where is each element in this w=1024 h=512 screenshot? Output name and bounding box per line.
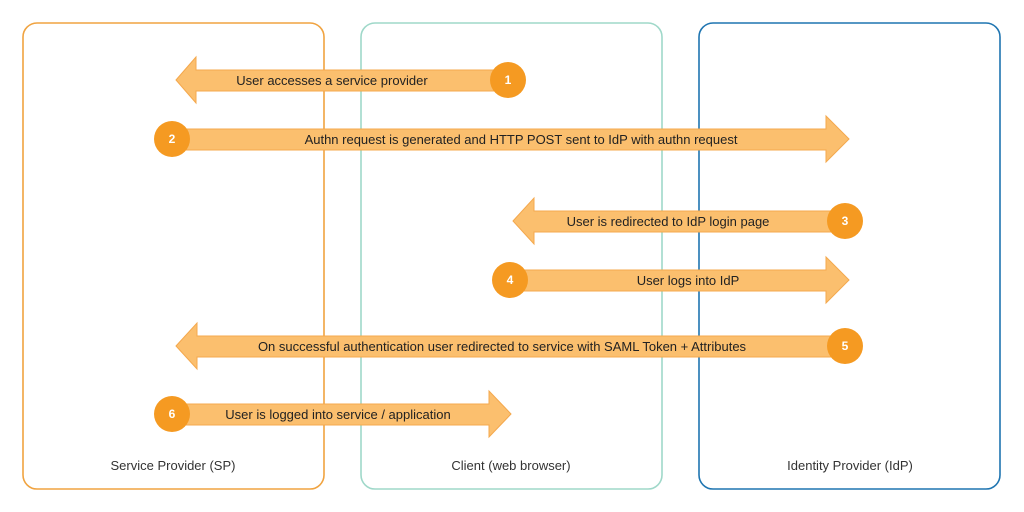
step-4-badge xyxy=(492,262,528,298)
step-3-arrow: User is redirected to IdP login page 3 xyxy=(512,196,863,246)
step-4-label: User logs into IdP xyxy=(637,273,740,288)
step-1-label: User accesses a service provider xyxy=(236,73,428,88)
step-6-arrow: User is logged into service / applicatio… xyxy=(154,389,512,439)
step-4-number: 4 xyxy=(507,273,514,287)
step-2-badge xyxy=(154,121,190,157)
step-1-number: 1 xyxy=(505,73,512,87)
step-6-badge xyxy=(154,396,190,432)
step-6-number: 6 xyxy=(169,407,176,421)
step-2-number: 2 xyxy=(169,132,176,146)
client-column-label: Client (web browser) xyxy=(451,458,570,473)
step-2-label: Authn request is generated and HTTP POST… xyxy=(305,132,738,147)
step-5-number: 5 xyxy=(842,339,849,353)
step-1-badge xyxy=(490,62,526,98)
idp-column xyxy=(698,22,1001,490)
step-3-number: 3 xyxy=(842,214,849,228)
step-2-arrow: Authn request is generated and HTTP POST… xyxy=(154,114,850,164)
step-6-label: User is logged into service / applicatio… xyxy=(225,407,450,422)
sp-column-label: Service Provider (SP) xyxy=(111,458,236,473)
step-5-label: On successful authentication user redire… xyxy=(258,339,747,354)
step-3-label: User is redirected to IdP login page xyxy=(567,214,770,229)
step-1-arrow: User accesses a service provider 1 xyxy=(175,55,526,105)
step-5-arrow: On successful authentication user redire… xyxy=(175,321,863,371)
step-3-badge xyxy=(827,203,863,239)
sp-column xyxy=(22,22,325,490)
idp-column-label: Identity Provider (IdP) xyxy=(787,458,913,473)
step-5-badge xyxy=(827,328,863,364)
client-column xyxy=(360,22,663,490)
step-4-arrow: User logs into IdP 4 xyxy=(492,255,850,305)
